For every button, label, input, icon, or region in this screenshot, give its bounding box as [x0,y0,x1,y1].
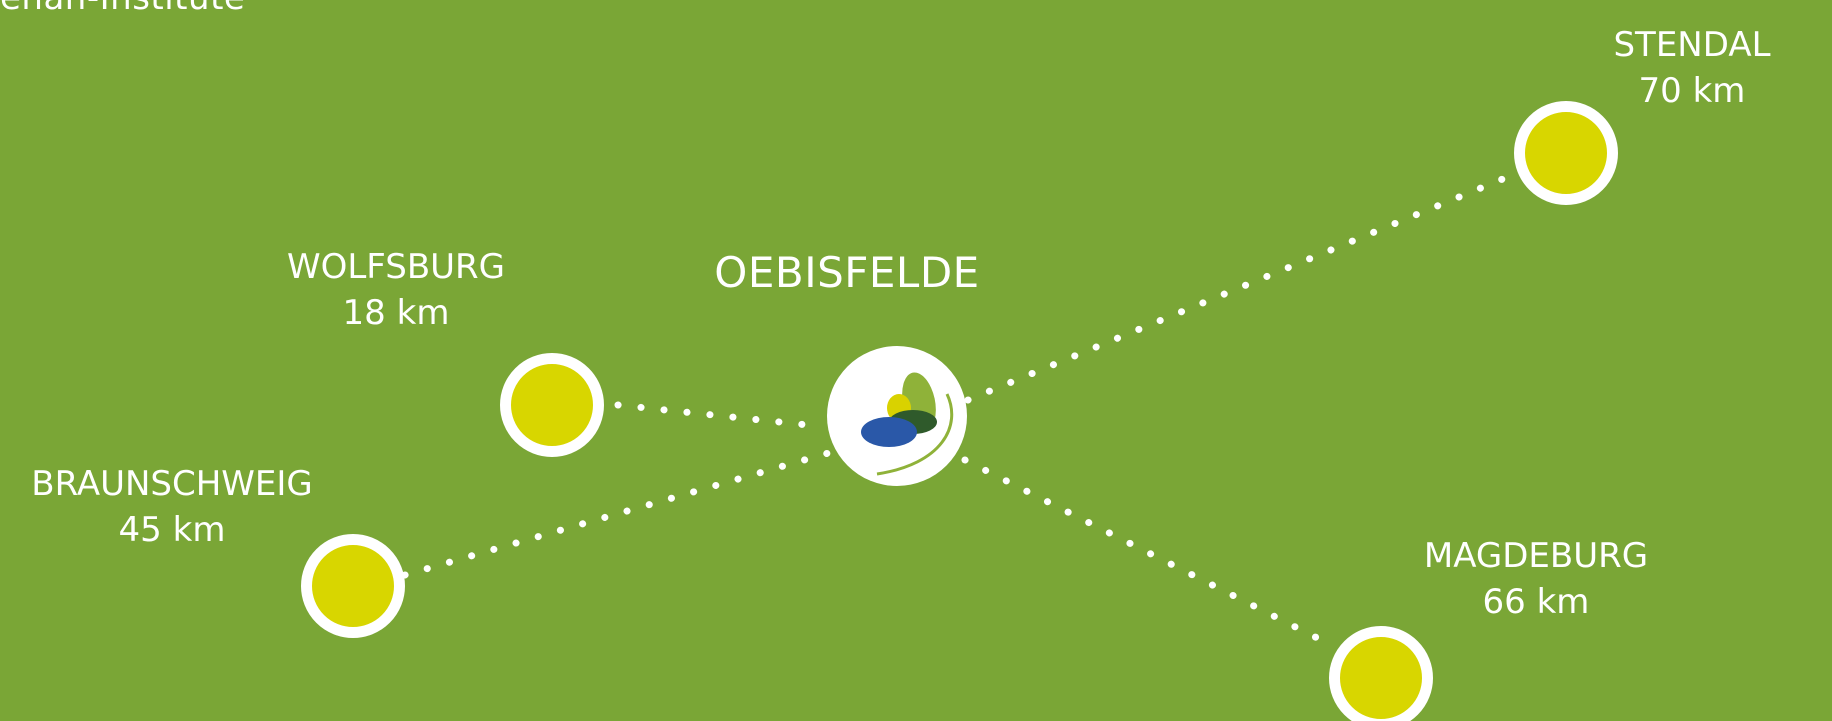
line-to-braunschweig [401,448,836,579]
city-distance: 45 km [118,510,226,550]
oebisfelde-leaf-logo-icon [827,346,967,486]
city-name: MAGDEBURG [1423,536,1649,576]
city-name: WOLFSBURG [286,247,506,287]
city-name: BRAUNSCHWEIG [31,464,313,504]
city-label-magdeburg: MAGDEBURG 66 km [1424,533,1648,625]
top-text-fragment: enan-Institute [0,0,245,18]
city-distance: 18 km [342,293,450,333]
city-distance: 70 km [1638,71,1746,111]
line-to-wolfsburg [614,401,812,429]
city-marker-magdeburg [1329,626,1433,721]
city-label-wolfsburg: WOLFSBURG 18 km [287,244,505,336]
line-to-stendal [964,174,1509,404]
city-marker-wolfsburg [500,353,604,457]
city-marker-stendal [1514,101,1618,205]
logo-graphic [861,372,954,476]
city-name: STENDAL [1613,25,1771,65]
line-to-magdeburg [961,456,1339,651]
city-marker-braunschweig [301,534,405,638]
center-city-label: OEBISFELDE [714,248,980,297]
city-distance: 66 km [1482,582,1590,622]
city-label-stendal: STENDAL 70 km [1613,22,1770,114]
city-label-braunschweig: BRAUNSCHWEIG 45 km [31,461,313,553]
